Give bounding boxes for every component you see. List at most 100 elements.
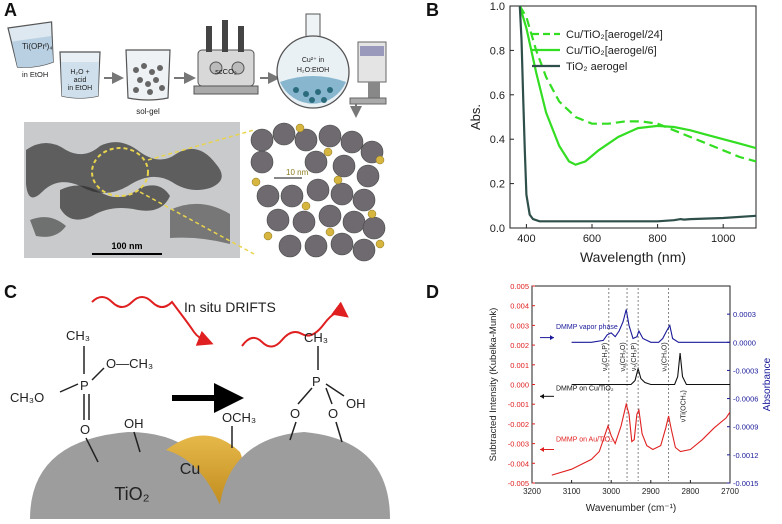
tio2-sphere: [306, 178, 330, 202]
tio2-sphere: [352, 188, 376, 212]
ch3o-left: CH₃O: [10, 390, 44, 405]
y-tick-label: 0.6: [490, 90, 505, 102]
y-tick-label: 0.8: [490, 45, 505, 57]
x-tick-label: 400: [517, 233, 535, 245]
cu-cluster: [375, 155, 385, 165]
lamp-icon: [349, 41, 387, 105]
cu-particle: [166, 435, 244, 505]
y2-tick-label: 0.0003: [733, 310, 756, 319]
p-left: P: [80, 378, 89, 393]
tem-micrograph: [24, 122, 255, 258]
model-scale-text: 10 nm: [286, 168, 309, 177]
o-product-1: O: [290, 406, 300, 421]
mode-label: νₐ(CH₃O): [620, 342, 627, 371]
series-line: [551, 402, 730, 476]
reagent2-line2: acid: [74, 77, 87, 84]
panel-a: A Ti(OPrᴵ)₄ in EtOH H₂O + acid in EtOH: [0, 0, 390, 280]
y-tick-label: -0.002: [508, 420, 529, 429]
flask-icon: [276, 13, 350, 109]
reagent2-line3: in EtOH: [68, 85, 93, 92]
panel-d-label: D: [426, 282, 439, 302]
p-right: P: [312, 374, 321, 389]
y-tick-label: 0.0: [490, 223, 505, 235]
y-axis-label: Abs.: [468, 104, 483, 130]
oh-label: OH: [124, 416, 144, 431]
tio2-sphere: [256, 184, 280, 208]
mode-label: νₛ(CH₃O): [662, 342, 669, 371]
tio2-sphere: [272, 122, 296, 146]
y-tick-label: 1.0: [490, 1, 505, 13]
aerogel-model: [250, 122, 386, 262]
cu-cluster: [295, 123, 305, 133]
solgel-beaker-icon: [125, 49, 171, 101]
y-tick-label: -0.003: [508, 440, 529, 449]
tio2-sphere: [250, 128, 274, 152]
ch3-product: CH₃: [304, 330, 328, 345]
x-tick-label: 3000: [602, 487, 620, 496]
o-double: O: [80, 422, 90, 437]
y-tick-label: 0.001: [510, 361, 529, 370]
x-tick-label: 3200: [523, 487, 541, 496]
cu-cluster: [325, 227, 335, 237]
tio2-sphere: [342, 210, 366, 234]
panel-c-label: C: [4, 282, 17, 302]
cu-label: Cu: [180, 461, 200, 478]
tem-scale-text: 100 nm: [111, 241, 142, 251]
x-axis-label: Wavenumber (cm⁻¹): [586, 503, 676, 514]
x-tick-label: 2800: [682, 487, 700, 496]
annotation-arrowhead: [550, 335, 554, 341]
cu-cluster: [323, 147, 333, 157]
y-tick-label: -0.001: [508, 400, 529, 409]
y2-tick-label: -0.0012: [733, 451, 758, 460]
panel-b-label: B: [426, 0, 439, 20]
y2-tick-label: -0.0003: [733, 366, 758, 375]
tio2-sphere: [278, 234, 302, 258]
x-tick-label: 800: [648, 233, 666, 245]
series-annotation: DMMP on Au/TiO₂: [556, 437, 613, 444]
series-line: [518, 6, 756, 163]
cu-cluster: [333, 175, 343, 185]
ir-out-arrow: [241, 301, 349, 348]
tio2-particle-right: [218, 432, 390, 519]
legend-label: TiO₂ aerogel: [566, 61, 627, 73]
x-tick-label: 1000: [711, 233, 735, 245]
tio2-sphere: [250, 150, 274, 174]
tio2-sphere: [332, 154, 356, 178]
series-line: [571, 352, 730, 386]
y2-tick-label: -0.0006: [733, 395, 758, 404]
solgel-text: sol-gel: [136, 107, 160, 116]
tio2-sphere: [294, 128, 318, 152]
oh-product: OH: [346, 396, 366, 411]
tio2-sphere: [304, 150, 328, 174]
y-tick-label: 0.004: [510, 302, 529, 311]
y2-tick-label: -0.0015: [733, 479, 758, 488]
beaker-reagent-icon: [7, 21, 54, 68]
tio2-sphere: [330, 182, 354, 206]
tio2-sphere: [280, 184, 304, 208]
tio2-sphere: [266, 208, 290, 232]
cu-step-line2: H₂O:EtOH: [297, 67, 329, 74]
cu-step-line1: Cu²⁺ in: [302, 57, 324, 64]
cu-cluster: [375, 239, 385, 249]
tio2-sphere: [330, 232, 354, 256]
mode-label: νₐ(CH₃P): [602, 343, 609, 371]
panel-a-label: A: [4, 0, 17, 20]
legend-label: Cu/TiO₂[aerogel/6]: [566, 45, 657, 57]
tio2-sphere: [318, 204, 342, 228]
ch3-top: CH₃: [66, 328, 90, 343]
annotation-arrowhead: [540, 447, 544, 453]
cu-cluster: [301, 201, 311, 211]
reagent1-note: in EtOH: [22, 70, 48, 79]
tio2-sphere: [292, 210, 316, 234]
cu-cluster: [367, 209, 377, 219]
x-tick-label: 3100: [563, 487, 581, 496]
y-tick-label: 0.2: [490, 179, 505, 191]
tio2-sphere: [340, 130, 364, 154]
x-tick-label: 2700: [721, 487, 739, 496]
beaker-water-icon: [59, 51, 101, 99]
legend-label: Cu/TiO₂[aerogel/24]: [566, 29, 663, 41]
y-tick-label: 0.000: [510, 381, 529, 390]
